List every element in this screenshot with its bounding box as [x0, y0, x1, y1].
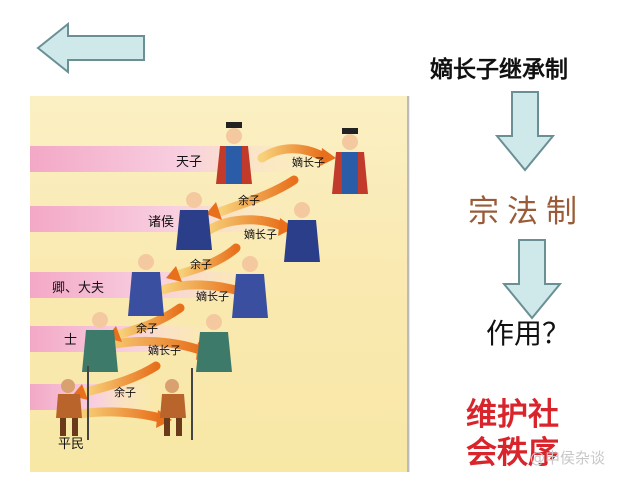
label-eldest-son: 嫡长子 [244, 227, 277, 241]
figure-tianzi-1 [216, 122, 252, 184]
down-arrow-icon [495, 91, 555, 172]
figure-tianzi-2 [332, 128, 368, 194]
figure-qingdafu-1 [128, 254, 164, 316]
figure-shi-1 [82, 312, 118, 372]
label-other-sons: 余子 [114, 385, 136, 399]
hierarchy-illustration: 天子 诸侯 卿、大夫 士 平民 嫡长子 余子 嫡长子 余子 嫡长子 余子 嫡长子… [30, 96, 410, 472]
purpose-line-1: 维护社 [466, 397, 559, 433]
watermark: @申侯杂谈 [530, 449, 606, 467]
figure-pingmin-2 [160, 368, 193, 440]
slide-title: 嫡长子继承制 [430, 57, 568, 83]
figure-pingmin-1 [56, 366, 89, 440]
figure-shi-2 [196, 314, 232, 372]
zongfa-node: 宗法制 [468, 194, 585, 230]
label-eldest-son: 嫡长子 [148, 343, 181, 357]
level-label-qingdafu: 卿、大夫 [52, 281, 104, 296]
purpose-node: 维护社 会秩序 [466, 396, 586, 472]
level-label-shi: 士 [64, 333, 77, 348]
label-eldest-son: 嫡长子 [292, 155, 325, 169]
level-label-zhuhou: 诸侯 [148, 215, 174, 230]
label-other-sons: 余子 [136, 321, 158, 335]
level-label-pingmin: 平民 [58, 437, 84, 452]
label-eldest-son: 嫡长子 [196, 289, 229, 303]
figure-zhuhou-1 [176, 192, 212, 250]
back-arrow-icon[interactable] [36, 22, 148, 74]
figure-zhuhou-2 [284, 202, 320, 262]
label-other-sons: 余子 [238, 193, 260, 207]
purpose-line-2: 会秩序 [466, 435, 559, 471]
label-other-sons: 余子 [190, 257, 212, 271]
figure-qingdafu-2 [232, 256, 268, 318]
function-question: 作用？ [486, 317, 571, 350]
level-label-tianzi: 天子 [176, 155, 202, 170]
down-arrow-icon [502, 239, 562, 320]
